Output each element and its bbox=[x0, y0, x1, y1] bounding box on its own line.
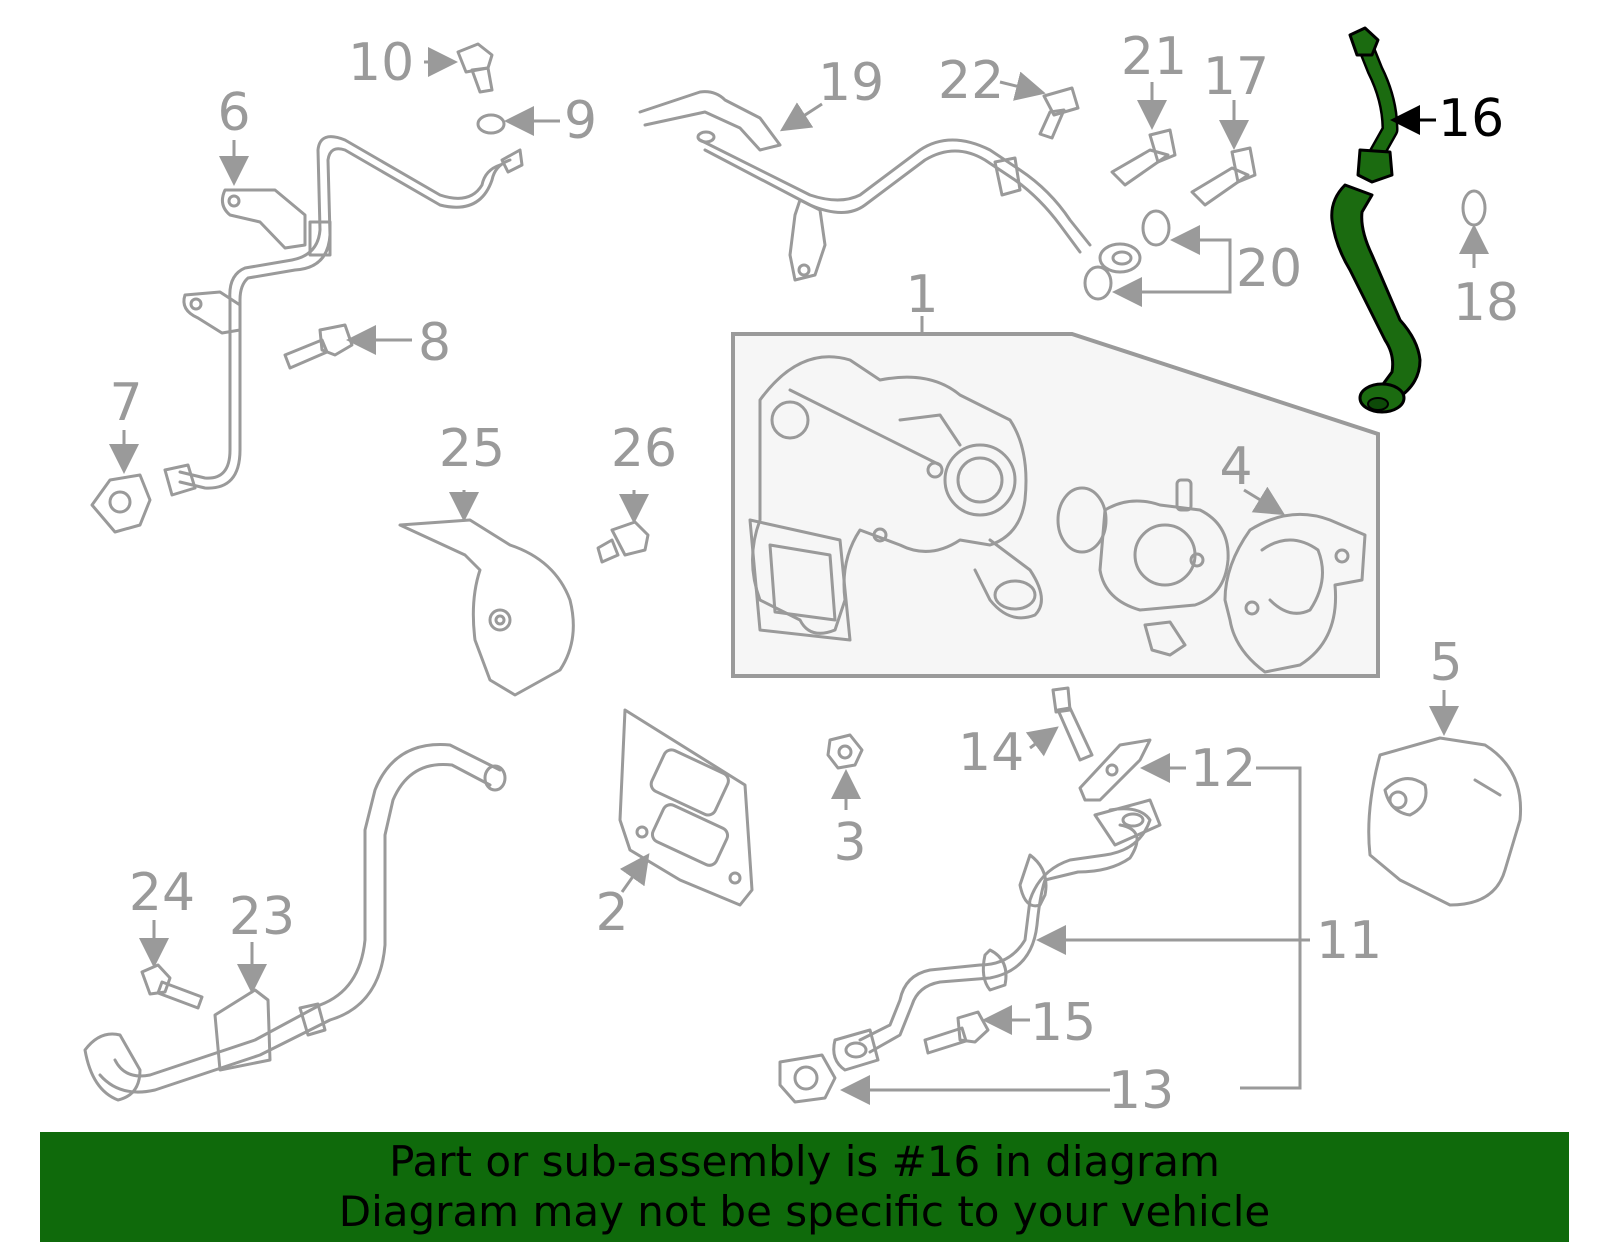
turbocharger-assembly-inset bbox=[731, 316, 1380, 678]
callout-17: 17 bbox=[1203, 47, 1269, 107]
bolt-part-10 bbox=[456, 42, 494, 94]
banner-line-part-number: Part or sub-assembly is #16 in diagram bbox=[389, 1137, 1220, 1186]
callout-3: 3 bbox=[833, 813, 866, 873]
callout-7: 7 bbox=[109, 373, 142, 433]
o-ring-part-20b bbox=[1083, 265, 1113, 301]
heat-shield-part-25 bbox=[398, 518, 575, 697]
callout-labels: 1 2 3 4 5 6 7 8 9 10 11 12 13 14 15 16 1… bbox=[109, 27, 1519, 1121]
callout-21: 21 bbox=[1121, 27, 1187, 87]
o-ring-part-18 bbox=[1461, 189, 1487, 227]
gasket-ring bbox=[1056, 486, 1108, 554]
banner-line-disclaimer: Diagram may not be specific to your vehi… bbox=[338, 1187, 1271, 1236]
bolt-part-8 bbox=[283, 323, 354, 370]
callout-26: 26 bbox=[611, 419, 677, 479]
callout-6: 6 bbox=[217, 83, 250, 143]
bolt-part-15 bbox=[923, 1010, 990, 1055]
callout-12: 12 bbox=[1190, 739, 1256, 799]
callout-18: 18 bbox=[1453, 273, 1519, 333]
outlet-adapter bbox=[1098, 478, 1230, 657]
housing-part-4 bbox=[1223, 512, 1367, 674]
nut-part-3 bbox=[826, 733, 864, 770]
bolt-part-21 bbox=[1110, 128, 1177, 187]
bolt-part-24 bbox=[140, 963, 204, 1010]
callout-20: 20 bbox=[1236, 239, 1302, 299]
callout-15: 15 bbox=[1030, 993, 1096, 1053]
stud-part-14 bbox=[1051, 686, 1094, 762]
callout-13: 13 bbox=[1108, 1061, 1174, 1121]
callout-10: 10 bbox=[348, 33, 414, 93]
water-line-part-19 bbox=[638, 90, 1142, 282]
callout-24: 24 bbox=[129, 863, 195, 923]
washer-part-9 bbox=[476, 113, 506, 135]
callout-23: 23 bbox=[229, 887, 295, 947]
egr-pipe-part-11 bbox=[832, 798, 1162, 1072]
callout-11: 11 bbox=[1316, 911, 1382, 971]
oil-feed-line-part-6 bbox=[163, 135, 524, 497]
o-ring-part-20a bbox=[1141, 209, 1171, 247]
heat-shield-part-5 bbox=[1367, 736, 1523, 907]
callout-1: 1 bbox=[905, 265, 938, 325]
callout-19: 19 bbox=[818, 53, 884, 113]
callout-14: 14 bbox=[958, 723, 1024, 783]
gasket-part-2 bbox=[618, 708, 754, 907]
info-banner: Part or sub-assembly is #16 in diagram D… bbox=[40, 1132, 1569, 1242]
callout-5: 5 bbox=[1429, 633, 1462, 693]
fitting-part-26 bbox=[596, 520, 650, 564]
callout-22: 22 bbox=[938, 51, 1004, 111]
bolt-part-22 bbox=[1038, 86, 1080, 140]
part-16-oil-line-hose bbox=[1330, 26, 1436, 414]
leader-lines bbox=[109, 47, 1489, 1105]
callout-9: 9 bbox=[564, 91, 597, 151]
callout-8: 8 bbox=[418, 313, 451, 373]
bolt-part-17 bbox=[1190, 146, 1257, 207]
callout-16: 16 bbox=[1438, 89, 1504, 149]
coolant-pipe-part-23 bbox=[83, 743, 507, 1102]
callout-25: 25 bbox=[439, 419, 505, 479]
turbocharger bbox=[748, 355, 1043, 642]
gasket-part-13 bbox=[778, 1053, 837, 1104]
callout-4: 4 bbox=[1219, 437, 1252, 497]
gasket-part-7 bbox=[90, 473, 152, 534]
callout-2: 2 bbox=[595, 883, 628, 943]
